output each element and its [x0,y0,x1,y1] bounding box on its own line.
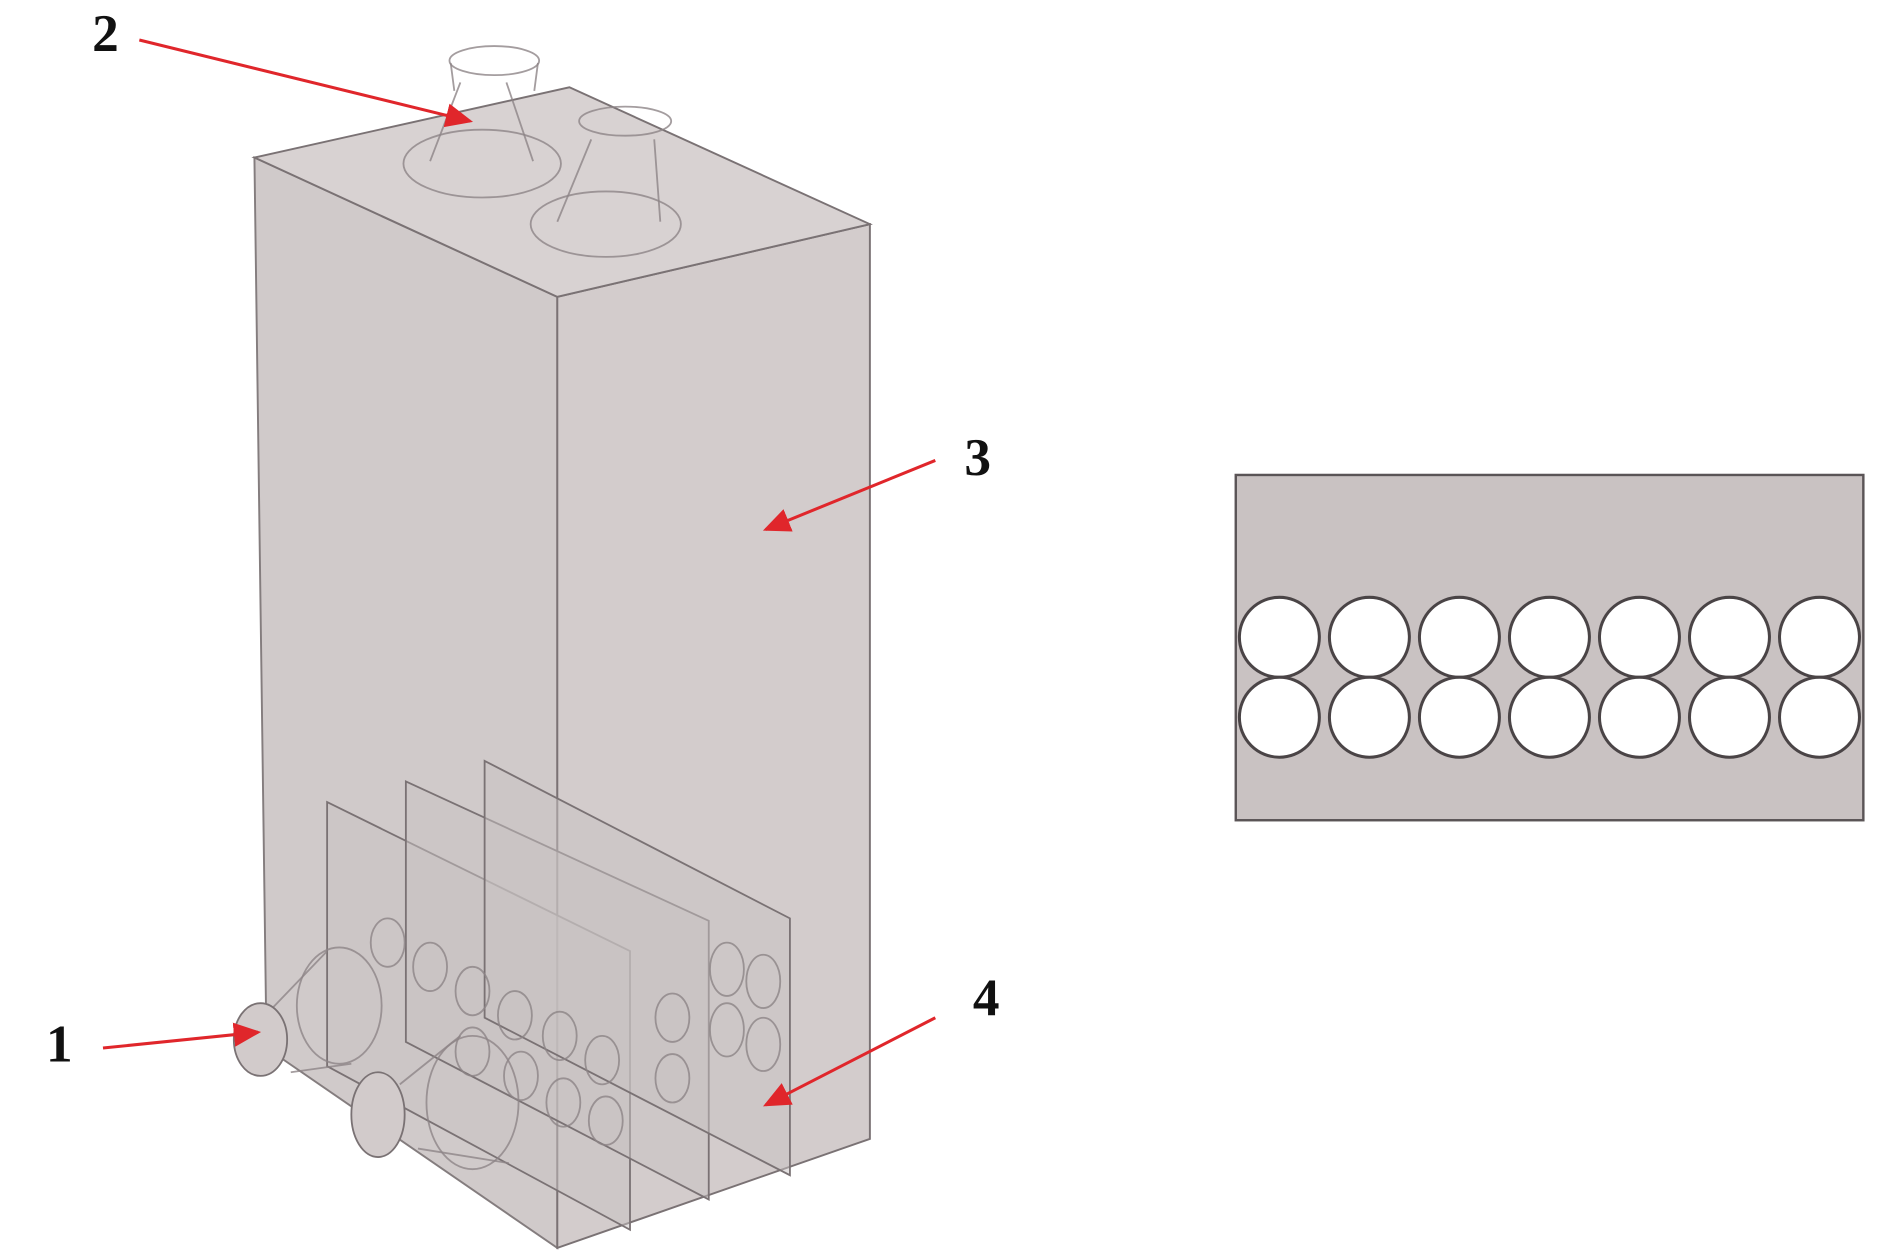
arrow-2 [138,38,474,128]
plate-hole [1777,595,1861,679]
plate-hole [1507,675,1591,759]
plate-hole [1237,675,1321,759]
perforated-plate-view [1234,473,1865,822]
label-2: 2 [92,4,119,63]
plate-hole [1327,675,1411,759]
plate-hole [1417,675,1501,759]
label-1: 1 [46,1014,73,1073]
plate-hole [1687,675,1771,759]
tank-3d-view [232,45,873,1250]
plate-hole [1777,675,1861,759]
baffle-plates [326,759,791,1232]
plate-holes [1237,595,1861,759]
plate-hole [1237,595,1321,679]
plate-hole [1687,595,1771,679]
callouts: 2 3 1 4 [46,4,1000,1107]
plate-hole [1597,675,1681,759]
plate-hole [1507,595,1591,679]
plate-hole [1417,595,1501,679]
arrow-1 [102,1022,262,1050]
outlet-nozzles [402,45,682,258]
arrow-4 [762,1016,937,1107]
plate-hole [1597,595,1681,679]
plate-hole [1327,595,1411,679]
inlet-nozzles [232,946,520,1171]
label-3: 3 [964,428,991,487]
arrow-3 [762,459,936,532]
label-4: 4 [973,968,1000,1027]
